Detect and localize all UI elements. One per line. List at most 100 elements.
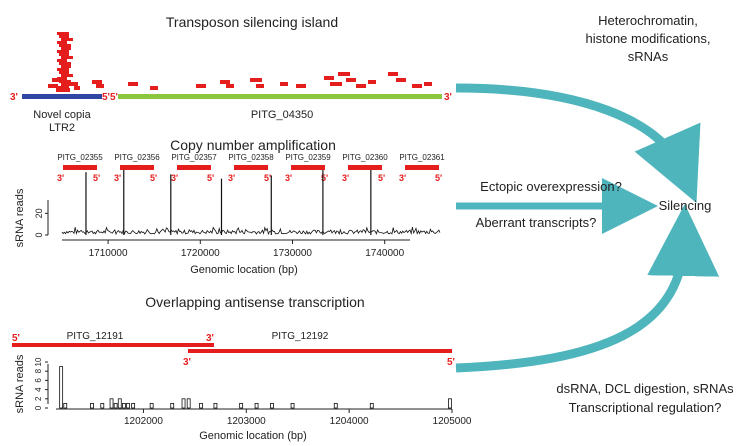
srna-read-block: [59, 44, 71, 47]
chart2-bar: [213, 402, 218, 409]
srna-read-block: [61, 74, 73, 77]
gene-copy-bar: [348, 165, 382, 170]
chart2-ytick-label: 8: [34, 368, 43, 373]
srna-read-block: [92, 80, 102, 84]
gene-copy-end-right: 5': [264, 173, 271, 183]
chart2-bar: [270, 402, 274, 409]
chart2-bar: [181, 398, 186, 409]
chart2-bar: [113, 402, 118, 409]
srna-read-block: [61, 65, 71, 68]
chart2-bar: [126, 402, 130, 409]
srna-read-block: [96, 84, 104, 88]
gene-copy-label: PITG_02358: [228, 153, 274, 162]
mechanism-mid-line1: Ectopic overexpression?: [480, 179, 622, 194]
chart1-read-profile: [61, 226, 441, 236]
srna-read-block: [396, 78, 406, 82]
g1-end-right: 3': [206, 333, 214, 344]
pitg12191-label: PITG_12191: [67, 331, 124, 342]
chart1-ylabel: sRNA reads: [14, 188, 26, 247]
silencing-label: Silencing: [659, 198, 712, 213]
gene-copy-end-left: 3': [57, 173, 64, 183]
gene-copy-bar: [405, 165, 439, 170]
pitg12192-gene-bar: [188, 349, 452, 353]
gene-copy-label: PITG_02357: [171, 153, 217, 162]
srna-read-block: [61, 83, 71, 86]
srna-read-block: [424, 82, 432, 86]
gene-copy-end-left: 3': [228, 173, 235, 183]
srna-read-block: [412, 84, 422, 88]
gene-copy-end-right: 5': [93, 173, 100, 183]
gene-copy-end-left: 3': [399, 173, 406, 183]
chart1-xtick-label: 1720000: [181, 248, 220, 259]
gene-copy-end-right: 5': [150, 173, 157, 183]
chart1-xtick-label: 1730000: [273, 248, 312, 259]
mechanism-top-line2: histone modifications,: [585, 31, 710, 46]
arrow-bottom-to-silencing: [455, 204, 720, 373]
gene-copy-bar: [63, 165, 97, 170]
chart2-xtick-label: 1205000: [433, 416, 472, 427]
gene-copy-bar: [120, 165, 154, 170]
srna-read-block: [330, 82, 342, 86]
srna-read-block: [56, 88, 70, 92]
chart2-bar: [448, 398, 452, 409]
srna-read-block: [57, 68, 69, 71]
gene-copy-end-left: 3': [342, 173, 349, 183]
mechanism-top-line3: sRNAs: [628, 49, 669, 64]
gene-copy-end-right: 5': [321, 173, 328, 183]
mechanism-mid-line2: Aberrant transcripts?: [476, 215, 597, 230]
chart2-xtick-label: 1203000: [227, 416, 266, 427]
chart2-bar: [63, 402, 68, 409]
chart2-bar: [369, 402, 374, 409]
chart2-bar: [59, 366, 64, 409]
gene-copy-end-right: 5': [435, 173, 442, 183]
gene-copy-end-left: 3': [114, 173, 121, 183]
srna-read-block: [57, 59, 67, 62]
chart2-ylabel: sRNA reads: [14, 354, 26, 413]
g2-end-right: 5': [447, 357, 455, 368]
chart2-bar: [254, 402, 259, 409]
chart2-bar: [100, 402, 105, 409]
srna-read-block: [57, 32, 69, 35]
top-end-left: 3': [10, 92, 18, 103]
bottom-panel-title: Overlapping antisense transcription: [145, 294, 364, 310]
gene-copy-end-left: 3': [285, 173, 292, 183]
g1-end-left: 5': [12, 333, 20, 344]
srna-read-block: [368, 80, 376, 84]
pitg04350-label: PITG_04350: [251, 109, 313, 121]
gene-track-copies: PITG_023553'5'PITG_023563'5'PITG_023573'…: [57, 153, 445, 183]
srna-read-block: [128, 82, 138, 86]
srna-read-block: [226, 84, 234, 88]
chart2-bar: [186, 398, 191, 409]
srna-read-block: [324, 76, 334, 80]
top-end-mid-b: 5': [110, 92, 118, 103]
srna-read-block: [61, 56, 73, 59]
pitg12191-gene-bar: [12, 343, 214, 347]
chart2-bar: [149, 402, 154, 409]
chart2-bar: [333, 402, 338, 409]
gene-copy-end-left: 3': [171, 173, 178, 183]
chart2-bar: [170, 402, 175, 409]
srna-read-block: [59, 62, 71, 65]
srna-read-block: [388, 72, 398, 76]
gene-copy-label: PITG_02359: [285, 153, 331, 162]
middle-panel-title: Copy number amplification: [170, 137, 336, 153]
gene-copy-label: PITG_02356: [114, 153, 160, 162]
srna-read-block: [59, 71, 69, 74]
chart2-bar: [121, 402, 126, 409]
chart2-bar: [109, 398, 114, 409]
gene-copy-bar: [291, 165, 325, 170]
chart1-xlabel: Genomic location (bp): [190, 264, 298, 276]
gene-copy-label: PITG_02360: [342, 153, 388, 162]
chart2-bar: [117, 398, 122, 409]
chart1-xtick-label: 1740000: [365, 248, 404, 259]
chart1-ytick-label: 20: [34, 208, 44, 218]
ltr-element-bar: [22, 94, 102, 99]
pitg04350-gene-bar: [118, 94, 442, 99]
srna-read-block: [57, 86, 69, 89]
top-panel-title: Transposon silencing island: [166, 14, 338, 30]
srna-reads-cluster: [48, 32, 432, 92]
mechanism-bottom-line2: Transcriptional regulation?: [569, 400, 722, 415]
pitg12192-label: PITG_12192: [272, 331, 329, 342]
